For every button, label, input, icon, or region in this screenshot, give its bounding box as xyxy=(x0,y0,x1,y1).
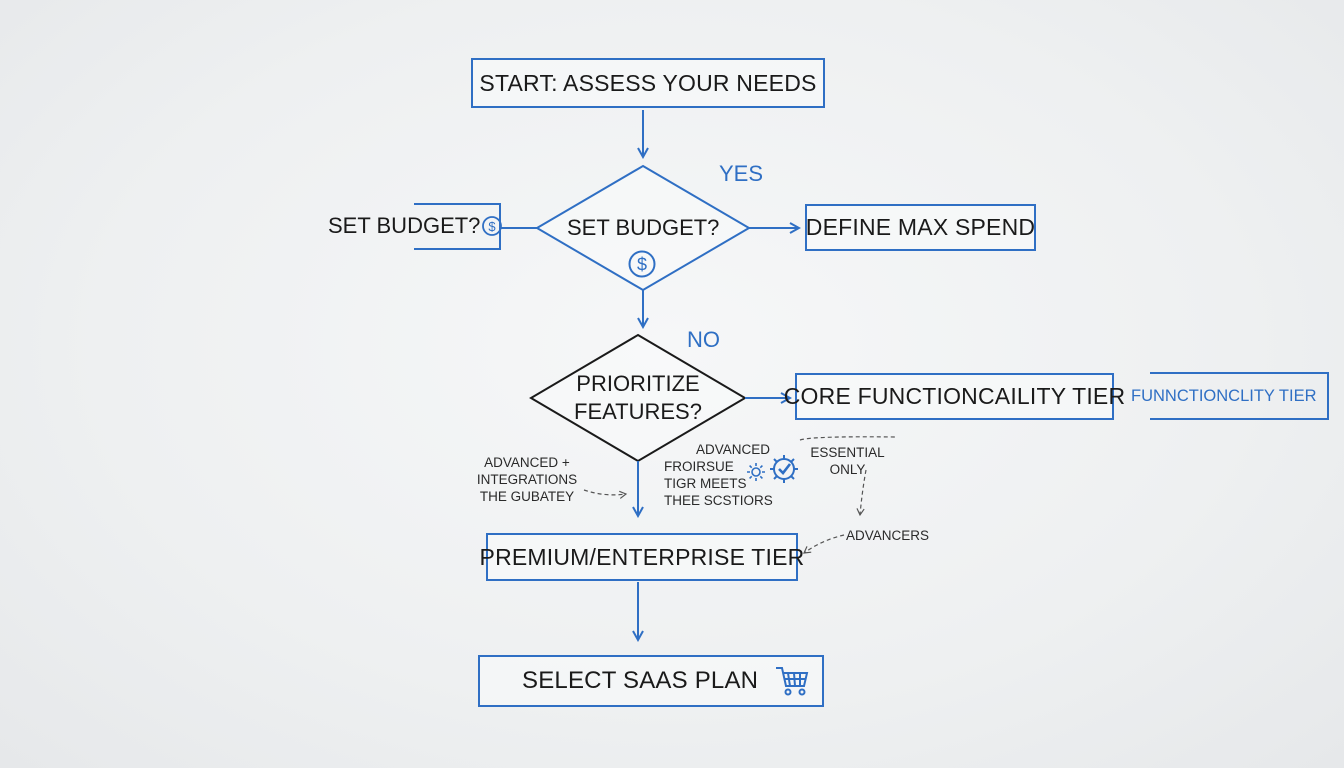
dollar-icon: $ xyxy=(481,215,503,237)
shopping-cart-icon xyxy=(774,664,810,698)
gear-icon xyxy=(745,461,767,483)
svg-text:$: $ xyxy=(637,255,647,275)
functionality-tier-label: FUNNCTIONCLITY TIER xyxy=(1131,387,1317,405)
note-line: ONLY xyxy=(829,462,866,477)
start-node: START: ASSESS YOUR NEEDS xyxy=(471,58,825,108)
select-plan-label: SELECT SAAS PLAN xyxy=(522,667,759,694)
side-budget-bracket xyxy=(414,203,501,250)
dashed-note-advancers xyxy=(803,534,845,554)
core-tier-node: CORE FUNCTIONCAILITY TIER xyxy=(784,373,1125,420)
dollar-icon: $ xyxy=(627,249,657,279)
dashed-note-left xyxy=(583,489,628,499)
dashed-note-essential-top xyxy=(799,436,896,441)
note-advanced-integrations: ADVANCED + INTEGRATIONS THE GUBATEY xyxy=(462,454,592,505)
edge-label-yes: YES xyxy=(719,161,764,186)
functionality-tier-bracket xyxy=(1150,372,1329,420)
note-line: THE GUBATEY xyxy=(479,489,575,504)
note-line: ESSENTIAL xyxy=(810,445,885,460)
note-advancers: ADVANCERS xyxy=(846,528,930,543)
prioritize-label-line1: PRIORITIZE xyxy=(576,371,700,396)
dashed-note-essential-down xyxy=(856,469,867,517)
svg-text:$: $ xyxy=(489,219,497,234)
core-tier-label: CORE FUNCTIONCAILITY TIER xyxy=(783,383,1126,409)
side-budget-label: SET BUDGET? xyxy=(328,213,481,238)
functionality-tier-node: FUNNCTIONCLITY TIER xyxy=(1131,387,1317,406)
note-line: INTEGRATIONS xyxy=(476,472,578,487)
note-line: ADVANCED + xyxy=(484,455,570,470)
note-line: TIGR MEETS xyxy=(664,476,747,491)
edge-label-no: NO xyxy=(687,327,720,352)
check-gear-icon xyxy=(767,452,801,486)
start-node-label: START: ASSESS YOUR NEEDS xyxy=(479,69,817,96)
premium-tier-label: PREMIUM/ENTERPRISE TIER xyxy=(479,543,805,570)
note-advanced-features: ADVANCED FROIRSUE TIGR MEETS THEE SCSTIO… xyxy=(664,441,774,509)
budget-decision-label: SET BUDGET? xyxy=(567,215,720,240)
select-plan-node: SELECT SAAS PLAN xyxy=(478,655,824,707)
note-line: FROIRSUE xyxy=(664,459,734,474)
side-budget-node: SET BUDGET? $ xyxy=(328,213,503,239)
note-line: ADVANCED xyxy=(695,442,770,457)
note-line: THEE SCSTIORS xyxy=(664,493,773,508)
premium-tier-node: PREMIUM/ENTERPRISE TIER xyxy=(480,533,804,581)
max-spend-label: DEFINE MAX SPEND xyxy=(805,214,1036,240)
prioritize-label-line2: FEATURES? xyxy=(574,399,702,424)
prioritize-decision-label: PRIORITIZE FEATURES? xyxy=(563,370,713,426)
note-essential-only: ESSENTIAL ONLY xyxy=(800,444,895,478)
max-spend-node: DEFINE MAX SPEND xyxy=(805,204,1036,251)
